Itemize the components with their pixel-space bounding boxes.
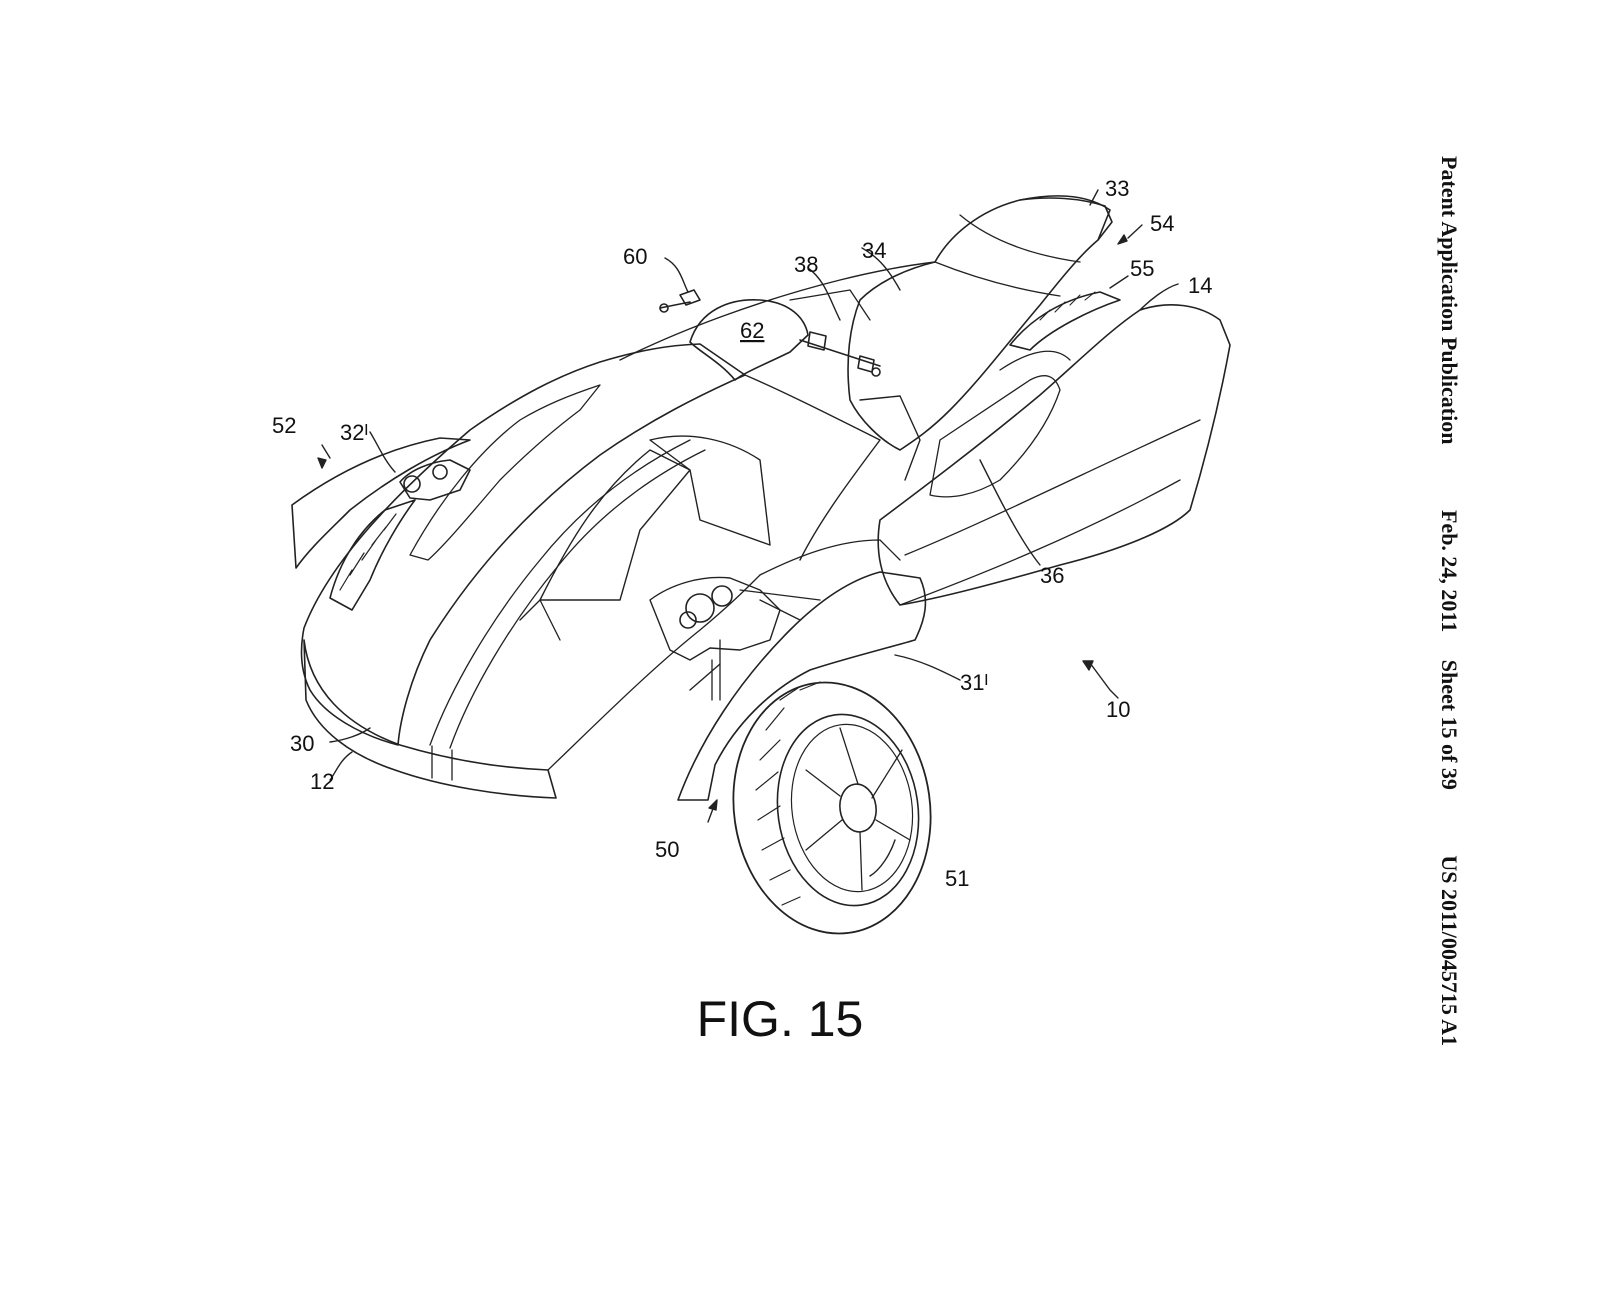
nose-lower-edge bbox=[303, 639, 557, 799]
ref-52: 52 bbox=[272, 413, 296, 438]
dash-console bbox=[689, 299, 809, 381]
ref-50: 50 bbox=[655, 837, 679, 862]
ref-36: 36 bbox=[1040, 563, 1064, 588]
ref-55: 55 bbox=[1130, 256, 1154, 281]
front-body-panel bbox=[300, 343, 746, 746]
leader-lines bbox=[317, 189, 1179, 877]
figure-title: FIG. 15 bbox=[696, 991, 864, 1047]
ref-10: 10 bbox=[1106, 697, 1130, 722]
deck-rim bbox=[619, 261, 936, 361]
rear-hull bbox=[877, 304, 1231, 606]
seat-tail bbox=[1019, 197, 1113, 241]
right-front-wheel bbox=[732, 681, 932, 935]
ref-51: 51 bbox=[945, 866, 969, 891]
ref-38: 38 bbox=[794, 252, 818, 277]
ref-60: 60 bbox=[623, 244, 647, 269]
ref-14: 14 bbox=[1188, 273, 1212, 298]
ref-12: 12 bbox=[310, 769, 334, 794]
ref-31: 31ᴵ bbox=[960, 670, 988, 695]
handlebar-left bbox=[659, 289, 701, 309]
reference-labels: 10 12 14 30 31ᴵ 32ᴵ 33 34 36 38 50 51 52… bbox=[272, 176, 1212, 891]
ref-30: 30 bbox=[290, 731, 314, 756]
ref-33: 33 bbox=[1105, 176, 1129, 201]
right-front-fender bbox=[677, 571, 927, 801]
seat bbox=[847, 195, 1111, 451]
handlebar-right bbox=[799, 331, 881, 373]
ref-54: 54 bbox=[1150, 211, 1174, 236]
left-steering-linkage bbox=[399, 459, 471, 501]
ref-34: 34 bbox=[862, 238, 886, 263]
ref-32: 32ᴵ bbox=[340, 420, 368, 445]
rear-drive bbox=[1009, 291, 1121, 351]
left-front-wheel bbox=[329, 499, 416, 611]
left-front-fender bbox=[291, 437, 471, 569]
ref-62: 62 bbox=[740, 318, 764, 343]
footwell bbox=[929, 375, 1061, 498]
